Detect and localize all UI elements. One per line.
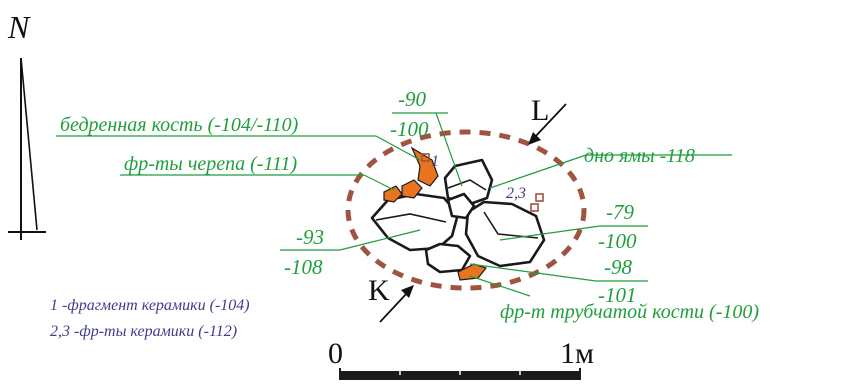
- scale-end-label: 1м: [560, 337, 594, 370]
- section-k-arrowhead: [401, 285, 414, 298]
- section-marks: L K: [368, 94, 567, 323]
- depth-marks: -90 -100 -93 -108 -79 -100 -98 -101: [284, 87, 637, 307]
- legend: 1 -фрагмент керамики (-104) 2,3 -фр-ты к…: [50, 297, 250, 340]
- ceramic-find-2: [535, 193, 544, 202]
- find-23-label: 2,3: [506, 185, 526, 202]
- bones: [383, 146, 488, 281]
- ceramic-finds: 1 2,3: [421, 153, 544, 212]
- leader-lines: [56, 112, 732, 297]
- skull-leader: [363, 174, 395, 191]
- femur-leader: [375, 135, 421, 161]
- north-arrow-edge: [20, 57, 38, 231]
- left-depth-leader: [339, 229, 421, 251]
- ceramic-find-1: [421, 153, 430, 162]
- femur-label: бедренная кость (-104/-110): [60, 114, 299, 136]
- north-arrow: N: [7, 9, 46, 240]
- pit-outline: [345, 129, 587, 291]
- stone-left-edge: [375, 213, 447, 223]
- skull-fragments-label: фр-ты черепа (-111): [124, 153, 297, 175]
- depth-left-lower: -108: [284, 255, 323, 279]
- stone-left: [370, 192, 460, 252]
- depth-right1-upper: -79: [606, 200, 634, 224]
- section-k-arrow: [379, 291, 409, 323]
- section-l-arrow: [533, 103, 567, 139]
- scale-start-label: 0: [328, 337, 343, 370]
- legend-line-2: 2,3 -фр-ты керамики (-112): [50, 323, 237, 340]
- pit-bottom-label: дно ямы -118: [584, 145, 695, 167]
- depth-right1-lower: -100: [598, 229, 637, 253]
- pit-bottom-leader: [489, 154, 587, 189]
- scale-bar-body: [340, 371, 580, 380]
- depth-top-upper: -90: [398, 87, 426, 111]
- section-l-arrowhead: [528, 132, 541, 145]
- section-k-label: K: [368, 274, 390, 307]
- scale-segment-1: [342, 373, 400, 378]
- right1-depth-leader: [499, 225, 601, 241]
- legend-line-1: 1 -фрагмент керамики (-104): [50, 297, 250, 314]
- tubular-bone-label: фр-т трубчатой кости (-100): [500, 301, 759, 323]
- depth-left-upper: -93: [296, 225, 324, 249]
- north-label: N: [7, 9, 31, 45]
- tubular-leader: [469, 275, 531, 297]
- stone-center: [446, 192, 476, 220]
- skull-fragment-2: [383, 185, 403, 203]
- find-1-label: 1: [431, 153, 439, 170]
- ceramic-find-3: [530, 203, 539, 212]
- scale-bar: 0 1м: [328, 337, 594, 380]
- femur-bone: [410, 146, 439, 187]
- depth-right2-upper: -98: [604, 255, 632, 279]
- top-depth-leader: [435, 112, 463, 187]
- right2-depth-leader: [469, 263, 597, 282]
- depth-right2-lower: -101: [598, 283, 637, 307]
- feature-labels: бедренная кость (-104/-110) фр-ты черепа…: [60, 114, 759, 323]
- stones: [370, 158, 546, 274]
- stone-top-edge: [447, 179, 487, 191]
- stone-bottom: [424, 242, 472, 274]
- section-l-label: L: [531, 94, 549, 127]
- tubular-bone: [457, 263, 488, 281]
- depth-top-lower: -100: [390, 117, 429, 141]
